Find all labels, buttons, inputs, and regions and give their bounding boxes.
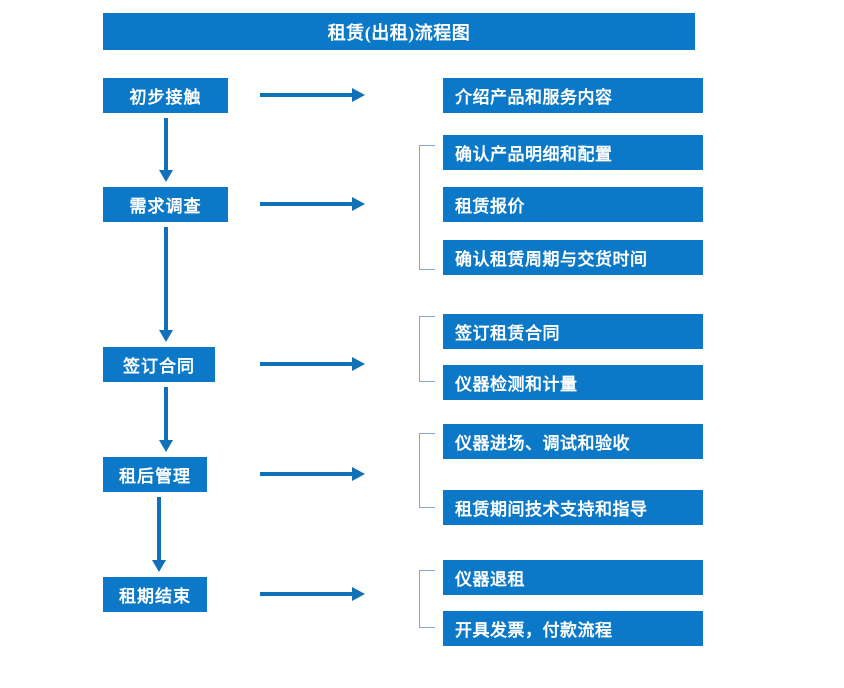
- bracket-group-post-rental: [419, 433, 435, 508]
- detail-box-rental-quotation[interactable]: 租赁报价: [443, 187, 703, 222]
- bracket-group-rental-end: [419, 570, 435, 628]
- detail-box-confirm-product-details[interactable]: 确认产品明细和配置: [443, 135, 703, 170]
- detail-box-instrument-installation[interactable]: 仪器进场、调试和验收: [443, 424, 703, 459]
- stage-box-rental-end[interactable]: 租期结束: [103, 577, 207, 612]
- bracket-group-demand-survey: [419, 145, 435, 270]
- vertical-arrow-2: [159, 227, 173, 342]
- horizontal-arrow-1: [260, 88, 365, 102]
- detail-box-instrument-inspection[interactable]: 仪器检测和计量: [443, 365, 703, 400]
- detail-box-invoice-payment[interactable]: 开具发票，付款流程: [443, 611, 703, 646]
- detail-box-technical-support[interactable]: 租赁期间技术支持和指导: [443, 490, 703, 525]
- stage-box-demand-survey[interactable]: 需求调查: [103, 187, 228, 222]
- vertical-arrow-3: [159, 387, 173, 452]
- horizontal-arrow-4: [260, 467, 365, 481]
- detail-box-confirm-rental-period[interactable]: 确认租赁周期与交货时间: [443, 240, 703, 275]
- stage-box-initial-contact[interactable]: 初步接触: [103, 78, 228, 113]
- bracket-group-sign-contract: [419, 316, 435, 382]
- stage-box-sign-contract[interactable]: 签订合同: [103, 347, 215, 382]
- detail-box-sign-rental-contract[interactable]: 签订租赁合同: [443, 314, 703, 349]
- horizontal-arrow-3: [260, 357, 365, 371]
- vertical-arrow-1: [159, 118, 173, 182]
- diagram-title: 租赁(出租)流程图: [103, 13, 695, 50]
- vertical-arrow-4: [152, 497, 166, 572]
- detail-box-instrument-return[interactable]: 仪器退租: [443, 560, 703, 595]
- horizontal-arrow-5: [260, 587, 365, 601]
- horizontal-arrow-2: [260, 197, 365, 211]
- detail-box-introduce-products[interactable]: 介绍产品和服务内容: [443, 78, 703, 113]
- stage-box-post-rental-management[interactable]: 租后管理: [103, 457, 207, 492]
